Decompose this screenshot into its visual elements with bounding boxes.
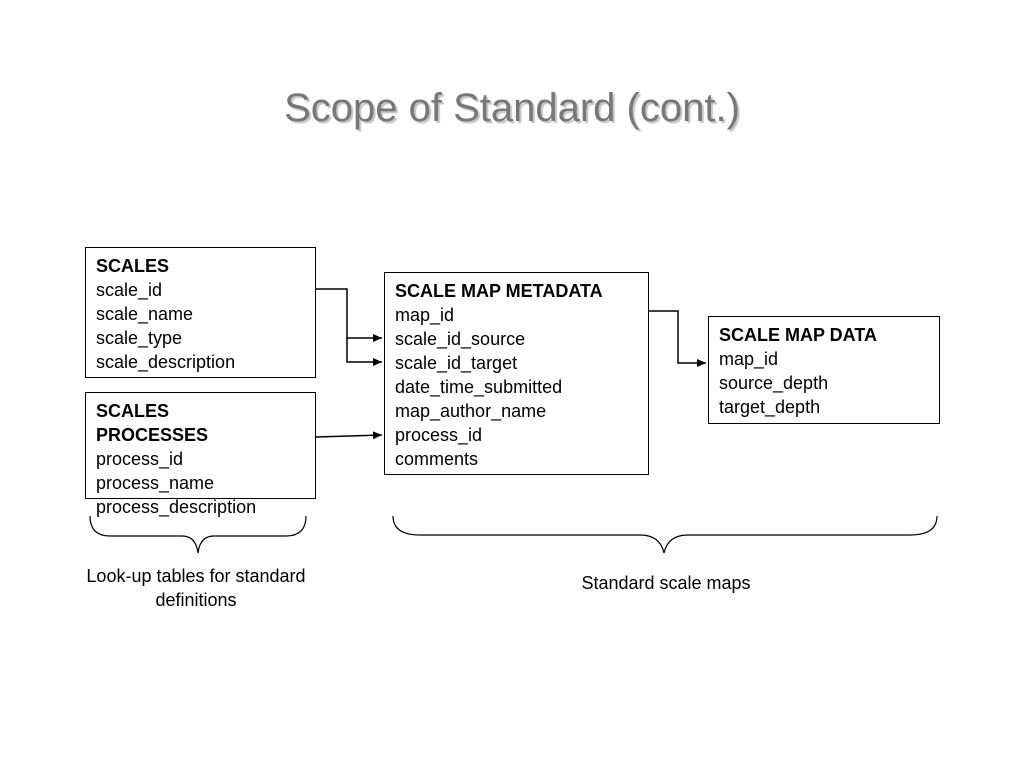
field-map-author-name: map_author_name [395,401,547,421]
field-source-depth: source_depth [719,373,829,393]
table-name: SCALES [96,256,170,276]
field-scale-id: scale_id [96,280,163,300]
caption-standard-scale-maps: Standard scale maps [581,573,751,593]
field-process-id: process_id [395,425,483,445]
field-comments: comments [395,449,479,469]
table-name: SCALES PROCESSES [96,401,209,445]
table-scale-map-metadata: SCALE MAP METADATA map_id scale_id_sourc… [384,272,649,475]
table-scales: SCALES scale_id scale_name scale_type sc… [85,247,316,378]
field-scale-id-target: scale_id_target [395,353,518,373]
table-scale-map-data: SCALE MAP DATA map_id source_depth targe… [708,316,940,424]
field-map-id: map_id [719,349,779,369]
field-process-description: process_description [96,497,257,517]
slide-title: Scope of Standard (cont.) [284,86,740,130]
table-name: SCALE MAP DATA [719,325,878,345]
field-scale-name: scale_name [96,304,194,324]
caption-lookup-tables: Look-up tables for standard definitions [86,566,306,610]
table-name: SCALE MAP METADATA [395,281,603,301]
field-target-depth: target_depth [719,397,821,417]
brace-standard [392,515,938,554]
connector-map-id [649,310,706,367]
connector-process-id [315,431,383,440]
field-map-id: map_id [395,305,455,325]
brace-lookup [89,515,307,554]
table-scales-processes: SCALES PROCESSES process_id process_name… [85,392,316,517]
field-process-id: process_id [96,449,184,469]
connector-scale-id-to-target [346,338,382,366]
field-scale-description: scale_description [96,352,236,372]
connector-scale-id-to-source [316,288,382,342]
field-process-name: process_name [96,473,215,493]
field-date-time-submitted: date_time_submitted [395,377,563,397]
field-scale-type: scale_type [96,328,183,348]
field-scale-id-source: scale_id_source [395,329,526,349]
